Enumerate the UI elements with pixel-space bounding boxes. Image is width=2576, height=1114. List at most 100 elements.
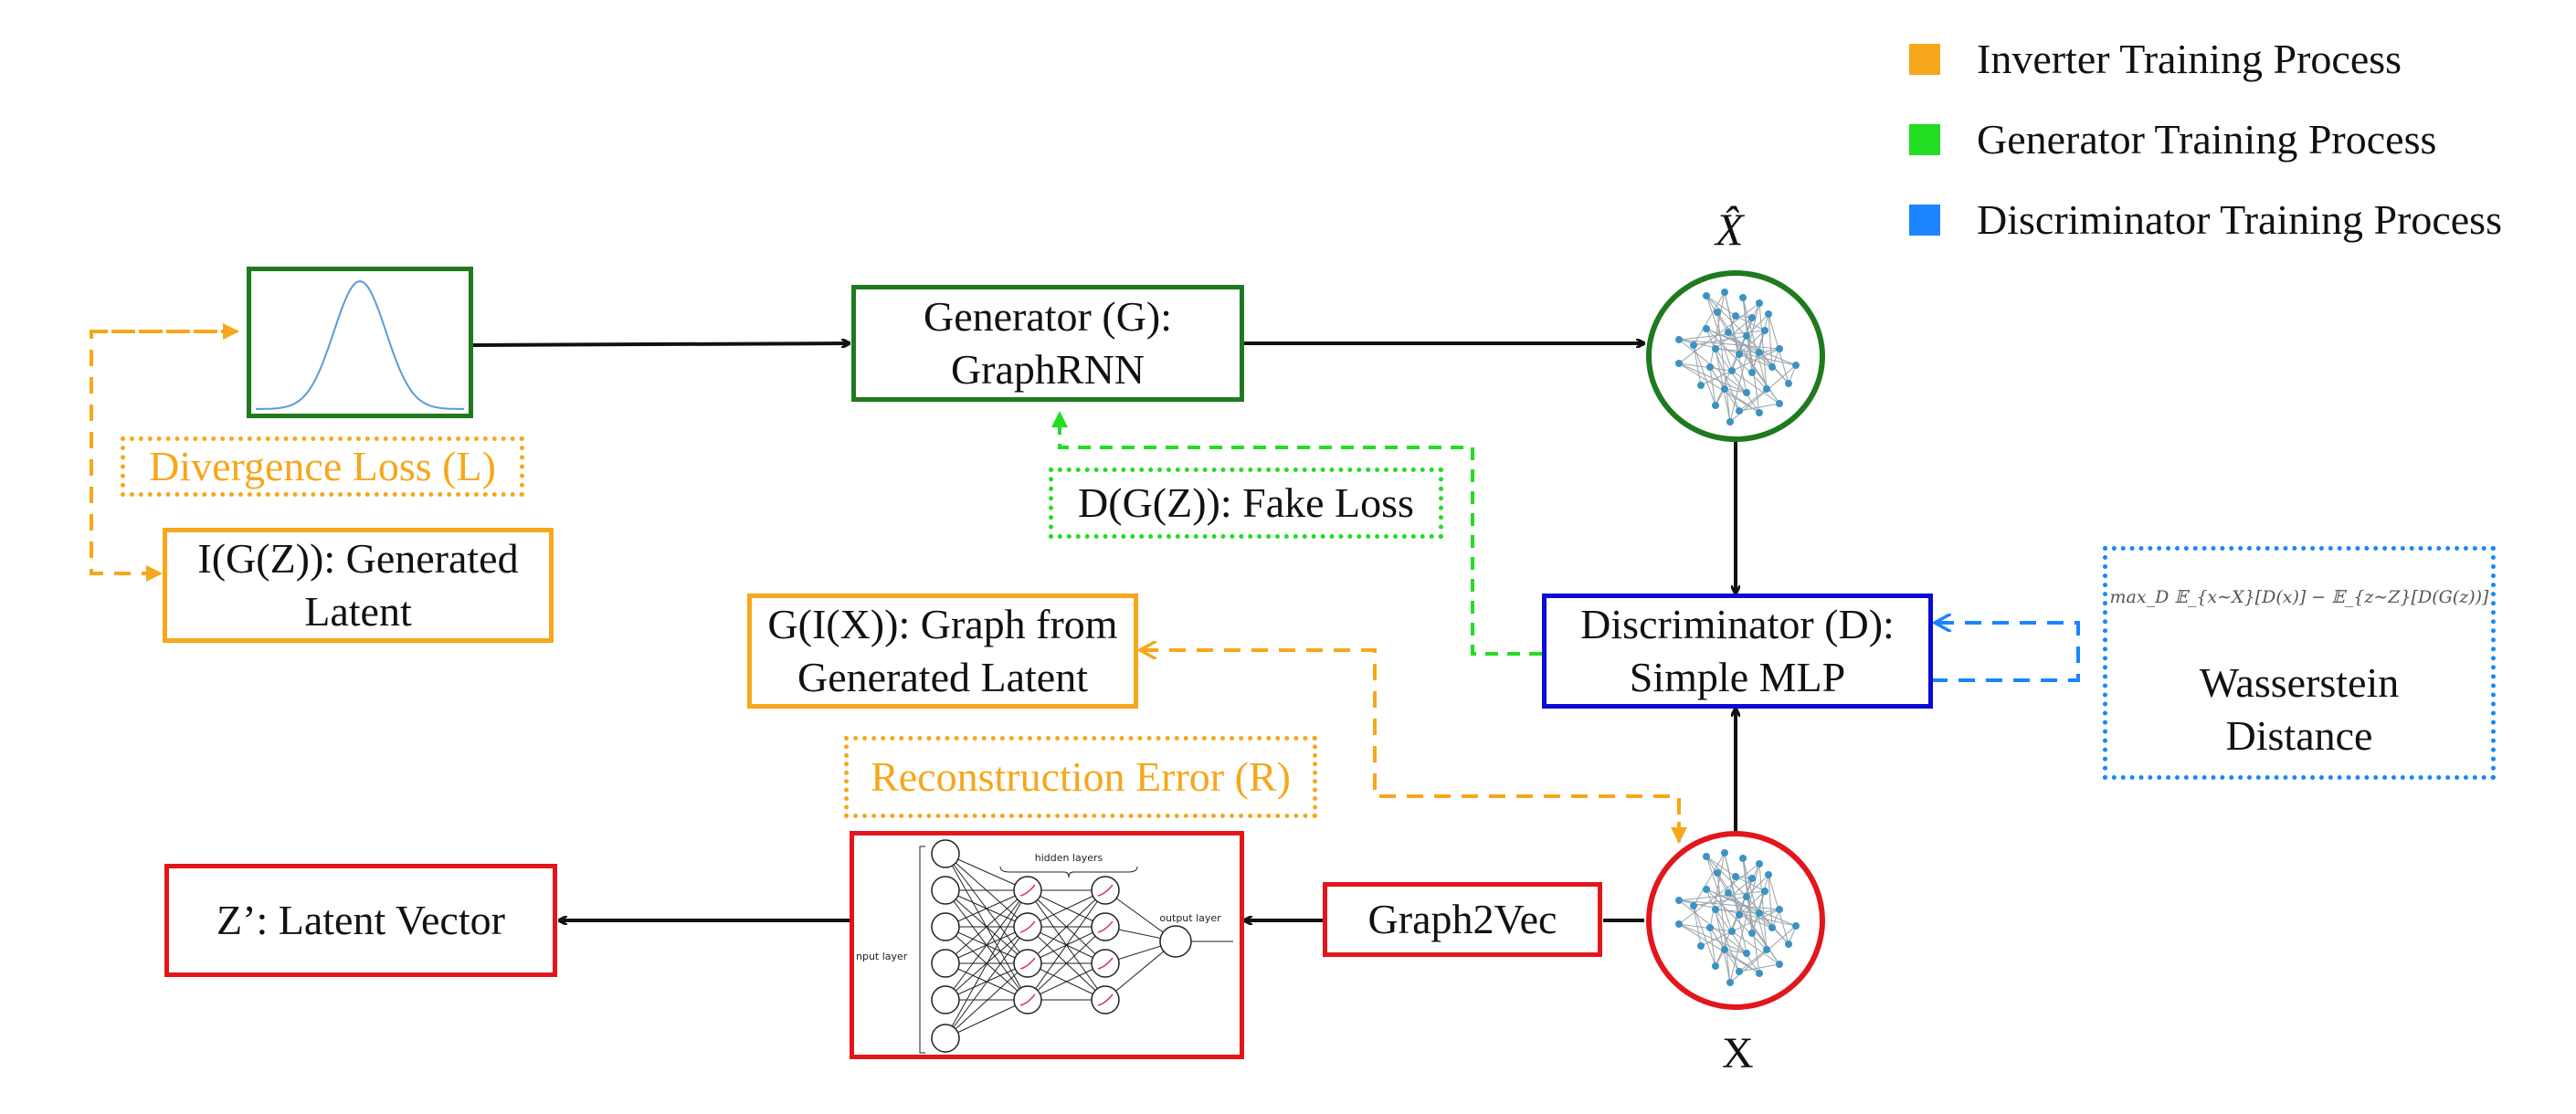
latent-vector-label: Z’: Latent Vector <box>216 897 505 943</box>
network-vertex <box>1756 909 1763 917</box>
network-edge <box>1715 909 1760 974</box>
mlp-neuron <box>1013 985 1042 1014</box>
network-vertex <box>1736 351 1743 358</box>
network-edge <box>1693 905 1716 967</box>
network-vertex <box>1721 289 1728 296</box>
latent-vector-box: Z’: Latent Vector <box>164 864 557 977</box>
network-vertex <box>1675 897 1683 904</box>
network-vertex <box>1721 946 1728 953</box>
network-edge <box>1738 353 1773 368</box>
reconstruction-error-box: Reconstruction Error (R) <box>844 736 1317 818</box>
network-vertex <box>1761 327 1768 334</box>
mlp-neuron <box>1159 925 1192 958</box>
network-edge <box>1678 330 1766 341</box>
graph2vec-label: Graph2Vec <box>1367 896 1557 942</box>
inverter-latent-line1: I(G(Z)): Generated <box>197 535 519 582</box>
fake-loss-label: D(G(Z)): Fake Loss <box>1078 479 1414 526</box>
mlp-figure-box: hidden layers output layer nput layer <box>850 831 1244 1059</box>
network-vertex <box>1765 871 1772 878</box>
divergence-loss-label: Divergence Loss (L) <box>149 443 496 489</box>
graph-from-latent-line2: Generated Latent <box>797 654 1088 700</box>
legend-swatch <box>1909 204 1940 236</box>
network-edge <box>1716 311 1731 423</box>
mlp-activation-curve <box>1097 920 1114 933</box>
network-vertex <box>1743 389 1750 396</box>
network-edge <box>1705 328 1768 390</box>
mlp-output-layer-label: output layer <box>1159 912 1221 924</box>
network-vertex <box>1785 941 1792 948</box>
legend-swatch <box>1909 43 1940 75</box>
network-vertex <box>1721 849 1728 857</box>
network-vertex <box>1736 911 1743 919</box>
network-vertex <box>1712 962 1719 970</box>
forward-arrows <box>472 343 1736 920</box>
network-vertex <box>1726 979 1734 986</box>
legend-label: Discriminator Training Process <box>1977 196 2502 243</box>
mlp-neuron <box>1091 985 1120 1014</box>
network-edge <box>1729 302 1760 423</box>
network-edge <box>1705 888 1768 951</box>
mlp-neuron <box>1091 876 1120 905</box>
network-edge <box>1715 348 1760 414</box>
network-edge <box>1678 363 1747 394</box>
legend-label: Inverter Training Process <box>1977 36 2402 82</box>
network-vertex <box>1756 860 1763 867</box>
generated-graph-node <box>1646 270 1825 442</box>
mlp-neuron <box>1013 949 1042 978</box>
network-edge <box>1705 295 1733 372</box>
graph-network-icon <box>1675 849 1800 986</box>
generator-box: Generator (G): GraphRNN <box>851 285 1244 402</box>
network-vertex <box>1739 294 1747 301</box>
network-edge <box>1678 363 1733 372</box>
wasserstein-formula: max_D 𝔼_{x∼X}[D(x)] − 𝔼_{z∼Z}[D(G(z))] <box>2109 587 2489 607</box>
mlp-neuron <box>1013 876 1042 905</box>
legend-item: Generator Training Process <box>1909 115 2436 163</box>
legend-label: Generator Training Process <box>1977 116 2437 163</box>
network-drawing <box>1675 289 1800 426</box>
network-edge <box>1709 291 1726 368</box>
mlp-neuron <box>1091 912 1120 941</box>
network-vertex <box>1725 889 1732 897</box>
network-vertex <box>1714 869 1721 877</box>
network-vertex <box>1763 385 1770 393</box>
mlp-edge <box>945 853 1029 891</box>
network-edge <box>1705 856 1733 932</box>
network-edge <box>1678 899 1780 910</box>
network-edge <box>1738 949 1768 972</box>
network-vertex <box>1703 325 1710 332</box>
network-vertex <box>1792 362 1800 369</box>
discriminator-box: Discriminator (D): Simple MLP <box>1542 594 1933 709</box>
network-edge <box>1758 302 1768 390</box>
network-vertex <box>1763 946 1770 953</box>
mlp-activation-curve <box>1097 957 1114 970</box>
network-edge <box>1768 874 1773 929</box>
network-vertex <box>1748 369 1756 376</box>
generator-model: GraphRNN <box>950 346 1145 393</box>
mlp-nodes <box>931 839 1192 1053</box>
network-edge <box>1678 339 1780 350</box>
network-edge <box>1705 856 1747 898</box>
network-vertex <box>1743 950 1750 957</box>
gaussian-curve-icon <box>255 279 465 410</box>
network-vertex <box>1697 382 1705 389</box>
network-vertex <box>1725 329 1732 336</box>
legend-item: Discriminator Training Process <box>1909 195 2502 244</box>
legend-swatch <box>1909 123 1940 155</box>
network-edge <box>1678 363 1760 414</box>
mlp-edge <box>1027 889 1106 964</box>
network-edge <box>1693 291 1726 346</box>
arrow-wasserstein-loop <box>1931 623 2080 682</box>
network-vertex <box>1706 924 1714 931</box>
real-graph-node <box>1646 831 1825 1010</box>
network-edge <box>1693 896 1747 907</box>
network-edge <box>1678 923 1733 932</box>
mlp-input-layer-label: nput layer <box>856 951 908 962</box>
network-edge <box>1738 403 1780 412</box>
network-vertex <box>1756 409 1763 416</box>
network-edge <box>1705 856 1737 878</box>
network-edge <box>1678 923 1760 974</box>
network-vertex <box>1776 345 1783 352</box>
mlp-neuron <box>931 912 960 941</box>
network-vertex <box>1712 906 1719 913</box>
network-vertex <box>1768 924 1776 931</box>
